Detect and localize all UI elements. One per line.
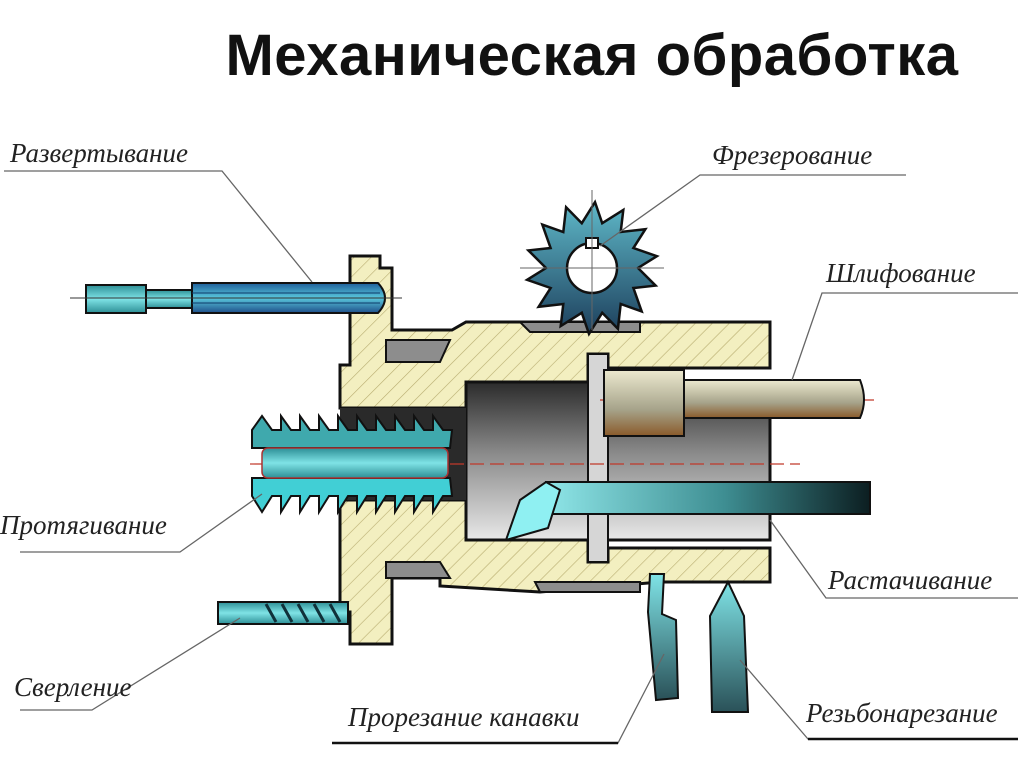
label-threading: Резьбонарезание — [806, 698, 998, 728]
label-grooving: Прорезание канавки — [348, 702, 580, 732]
threading-tool — [708, 579, 750, 713]
label-reaming: Развертывание — [10, 138, 189, 168]
drill-bit — [217, 601, 349, 625]
page-title: Механическая обработка — [225, 23, 959, 88]
grinding-wheel — [603, 369, 865, 437]
grooving-tool — [646, 573, 680, 702]
label-boring: Растачивание — [828, 565, 993, 595]
label-broaching: Протягивание — [0, 510, 167, 540]
reamer-tool — [70, 282, 402, 314]
broach-tool — [251, 412, 454, 516]
label-milling: Фрезерование — [712, 140, 873, 170]
label-grinding: Шлифование — [826, 258, 976, 288]
milling-cutter — [520, 190, 664, 337]
boring-bar — [504, 480, 871, 542]
label-drilling: Сверление — [14, 672, 132, 702]
